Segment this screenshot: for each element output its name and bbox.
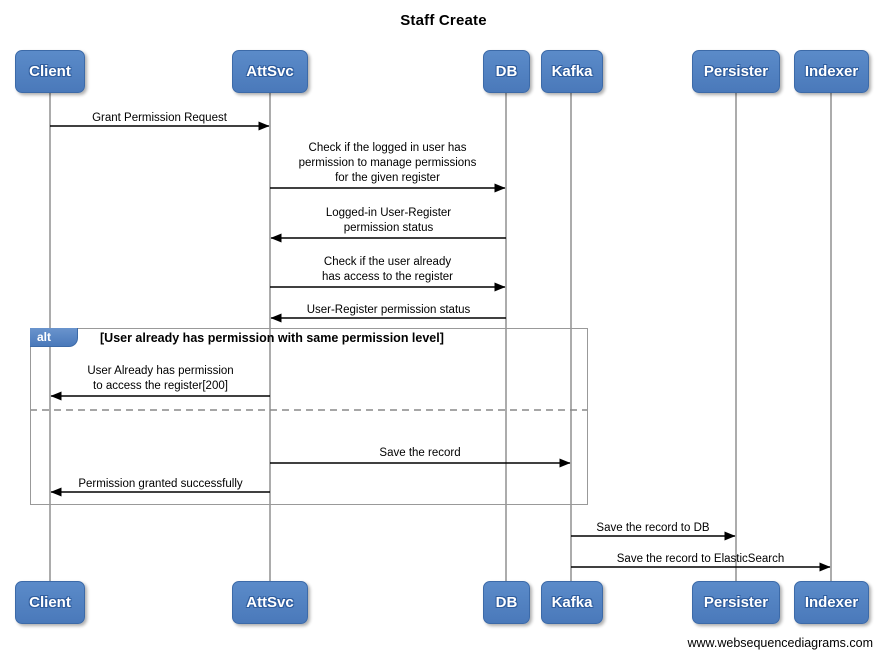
message-label-m1: Grant Permission Request bbox=[92, 112, 227, 124]
actor-label: Indexer bbox=[804, 63, 859, 80]
actor-label: DB bbox=[495, 594, 518, 611]
actor-indexer-bottom[interactable]: Indexer bbox=[794, 581, 869, 624]
actor-persister-top[interactable]: Persister bbox=[692, 50, 780, 93]
actor-persister-bottom[interactable]: Persister bbox=[692, 581, 780, 624]
message-arrows-group bbox=[50, 121, 831, 572]
actor-client-bottom[interactable]: Client bbox=[15, 581, 85, 624]
actor-indexer-top[interactable]: Indexer bbox=[794, 50, 869, 93]
actor-label: AttSvc bbox=[246, 594, 294, 611]
actor-label: Kafka bbox=[551, 63, 593, 80]
actor-label: Persister bbox=[703, 63, 769, 80]
actor-db-bottom[interactable]: DB bbox=[483, 581, 530, 624]
footer-credit: www.websequencediagrams.com bbox=[687, 636, 873, 650]
actor-client-top[interactable]: Client bbox=[15, 50, 85, 93]
actor-label: Persister bbox=[703, 594, 769, 611]
actor-label: Client bbox=[29, 594, 71, 611]
message-label-m4: Check if the user already has access to … bbox=[321, 256, 454, 283]
fragment-operator-label: alt bbox=[37, 330, 52, 344]
message-label-m7: Save the record bbox=[379, 447, 461, 459]
message-label-m2: Check if the logged in user has permissi… bbox=[298, 142, 477, 184]
actor-label: AttSvc bbox=[246, 63, 294, 80]
message-label-m10: Save the record to ElasticSearch bbox=[616, 553, 785, 565]
actor-attsvc-top[interactable]: AttSvc bbox=[232, 50, 308, 93]
actor-kafka-bottom[interactable]: Kafka bbox=[541, 581, 603, 624]
message-label-m9: Save the record to DB bbox=[596, 522, 710, 534]
message-label-m3: Logged-in User-Register permission statu… bbox=[325, 207, 452, 234]
actor-attsvc-bottom[interactable]: AttSvc bbox=[232, 581, 308, 624]
actor-kafka-top[interactable]: Kafka bbox=[541, 50, 603, 93]
message-label-m8: Permission granted successfully bbox=[78, 478, 243, 490]
actor-db-top[interactable]: DB bbox=[483, 50, 530, 93]
fragment-operator-tag: alt bbox=[30, 328, 78, 347]
actor-label: Client bbox=[29, 63, 71, 80]
message-label-m6: User Already has permission to access th… bbox=[87, 365, 234, 392]
actor-label: Indexer bbox=[804, 594, 859, 611]
fragment-condition: [User already has permission with same p… bbox=[100, 331, 444, 345]
actor-label: DB bbox=[495, 63, 518, 80]
message-label-m5: User-Register permission status bbox=[306, 304, 471, 316]
actor-label: Kafka bbox=[551, 594, 593, 611]
diagram-title: Staff Create bbox=[400, 12, 487, 29]
